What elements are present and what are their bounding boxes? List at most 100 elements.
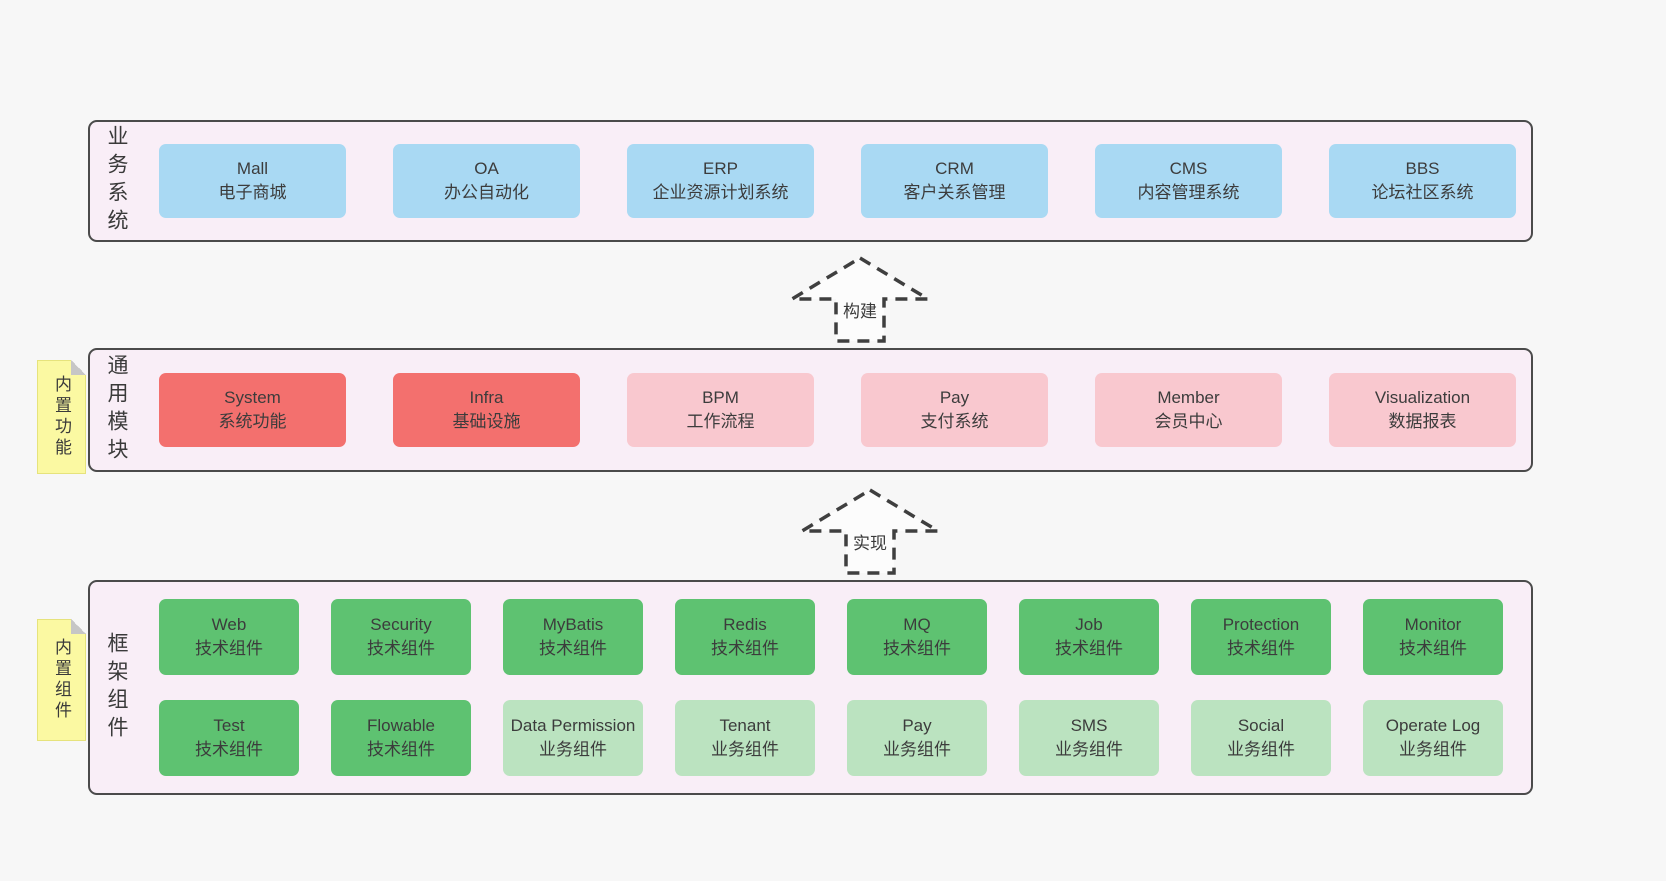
node-business-mall: Mall 电子商城 bbox=[159, 144, 346, 218]
node-title: Flowable bbox=[366, 715, 436, 735]
node-components-redis: Redis 技术组件 bbox=[675, 599, 815, 675]
node-subtitle: 技术组件 bbox=[367, 740, 435, 759]
node-subtitle: 基础设施 bbox=[452, 412, 521, 431]
node-title: MyBatis bbox=[542, 614, 604, 634]
node-title: Test bbox=[213, 715, 245, 735]
node-title: CRM bbox=[935, 158, 974, 178]
node-subtitle: 技术组件 bbox=[1227, 639, 1295, 658]
node-business-cms: CMS 内容管理系统 bbox=[1095, 144, 1282, 218]
sticky-label: 内置功能 bbox=[52, 375, 71, 459]
node-subtitle: 技术组件 bbox=[539, 639, 607, 658]
node-title: Visualization bbox=[1374, 387, 1471, 407]
node-subtitle: 工作流程 bbox=[686, 412, 755, 431]
node-modules-pay: Pay 支付系统 bbox=[861, 373, 1048, 447]
node-components-protection: Protection 技术组件 bbox=[1191, 599, 1331, 675]
node-title: Security bbox=[370, 614, 432, 634]
node-subtitle: 技术组件 bbox=[195, 740, 263, 759]
node-title: Infra bbox=[469, 387, 504, 407]
node-subtitle: 技术组件 bbox=[1055, 639, 1123, 658]
node-title: Protection bbox=[1222, 614, 1300, 634]
node-components-data-permission: Data Permission 业务组件 bbox=[503, 700, 643, 776]
arrow-label: 实现 bbox=[849, 529, 891, 554]
folded-corner-icon bbox=[71, 619, 86, 634]
node-subtitle: 办公自动化 bbox=[444, 183, 529, 202]
node-title: SMS bbox=[1070, 715, 1108, 735]
folded-corner-icon bbox=[71, 360, 86, 375]
node-components-social: Social 业务组件 bbox=[1191, 700, 1331, 776]
panel-business-systems: 业务系统 Mall 电子商城 OA 办公自动化 ERP 企业资源计划系统 CRM 客户关系管理… bbox=[88, 120, 1533, 242]
node-title: BBS bbox=[1405, 158, 1440, 178]
node-subtitle: 系统功能 bbox=[218, 412, 287, 431]
node-title: OA bbox=[474, 158, 499, 178]
panel-label-framework-components: 框架组件 bbox=[105, 631, 128, 744]
node-title: Job bbox=[1075, 614, 1103, 634]
node-subtitle: 会员中心 bbox=[1154, 412, 1223, 431]
node-title: System bbox=[224, 387, 281, 407]
node-components-job: Job 技术组件 bbox=[1019, 599, 1159, 675]
node-subtitle: 技术组件 bbox=[711, 639, 779, 658]
node-subtitle: 数据报表 bbox=[1388, 412, 1457, 431]
node-subtitle: 业务组件 bbox=[1227, 740, 1295, 759]
node-components-sms: SMS 业务组件 bbox=[1019, 700, 1159, 776]
node-subtitle: 业务组件 bbox=[1055, 740, 1123, 759]
node-title: Operate Log bbox=[1385, 715, 1481, 735]
node-title: Monitor bbox=[1404, 614, 1462, 634]
node-subtitle: 企业资源计划系统 bbox=[652, 183, 789, 202]
node-subtitle: 论坛社区系统 bbox=[1371, 183, 1474, 202]
node-subtitle: 内容管理系统 bbox=[1137, 183, 1240, 202]
node-business-bbs: BBS 论坛社区系统 bbox=[1329, 144, 1516, 218]
panel-label-business-systems: 业务系统 bbox=[105, 125, 128, 237]
node-business-oa: OA 办公自动化 bbox=[393, 144, 580, 218]
node-title: ERP bbox=[703, 158, 738, 178]
node-components-test: Test 技术组件 bbox=[159, 700, 299, 776]
node-modules-system: System 系统功能 bbox=[159, 373, 346, 447]
node-title: Pay bbox=[902, 715, 932, 735]
node-subtitle: 技术组件 bbox=[195, 639, 263, 658]
node-subtitle: 技术组件 bbox=[1399, 639, 1467, 658]
node-title: Tenant bbox=[719, 715, 771, 735]
node-business-erp: ERP 企业资源计划系统 bbox=[627, 144, 814, 218]
arrow-implement: 实现 bbox=[797, 486, 943, 578]
sticky-built-in-functions: 内置功能 bbox=[37, 360, 86, 474]
node-subtitle: 电子商城 bbox=[218, 183, 287, 202]
business-systems-nodes: Mall 电子商城 OA 办公自动化 ERP 企业资源计划系统 CRM 客户关系管理 CMS 内容… bbox=[131, 122, 1531, 240]
node-modules-member: Member 会员中心 bbox=[1095, 373, 1282, 447]
node-title: Pay bbox=[939, 387, 970, 407]
node-title: Redis bbox=[723, 614, 767, 634]
node-title: Member bbox=[1157, 387, 1220, 407]
node-components-mybatis: MyBatis 技术组件 bbox=[503, 599, 643, 675]
node-subtitle: 业务组件 bbox=[883, 740, 951, 759]
node-subtitle: 支付系统 bbox=[920, 412, 989, 431]
node-modules-visualization: Visualization 数据报表 bbox=[1329, 373, 1516, 447]
node-title: CMS bbox=[1169, 158, 1208, 178]
node-title: Mall bbox=[236, 158, 269, 178]
arrow-build: 构建 bbox=[787, 254, 933, 346]
node-components-security: Security 技术组件 bbox=[331, 599, 471, 675]
sticky-built-in-components: 内置组件 bbox=[37, 619, 86, 741]
node-subtitle: 技术组件 bbox=[883, 639, 951, 658]
sticky-label: 内置组件 bbox=[52, 638, 71, 722]
node-subtitle: 技术组件 bbox=[367, 639, 435, 658]
node-modules-infra: Infra 基础设施 bbox=[393, 373, 580, 447]
node-title: Data Permission bbox=[510, 715, 636, 735]
node-subtitle: 业务组件 bbox=[539, 740, 607, 759]
node-title: Social bbox=[1237, 715, 1285, 735]
node-business-crm: CRM 客户关系管理 bbox=[861, 144, 1048, 218]
node-components-operate-log: Operate Log 业务组件 bbox=[1363, 700, 1503, 776]
node-title: Web bbox=[211, 614, 247, 634]
arrow-label: 构建 bbox=[839, 297, 881, 322]
node-components-flowable: Flowable 技术组件 bbox=[331, 700, 471, 776]
business-components-row: Test 技术组件 Flowable 技术组件 Data Permission 业务组件 T… bbox=[159, 700, 1503, 776]
node-subtitle: 客户关系管理 bbox=[903, 183, 1006, 202]
panel-label-common-modules: 通用模块 bbox=[105, 354, 128, 466]
node-subtitle: 业务组件 bbox=[1399, 740, 1467, 759]
node-components-pay: Pay 业务组件 bbox=[847, 700, 987, 776]
